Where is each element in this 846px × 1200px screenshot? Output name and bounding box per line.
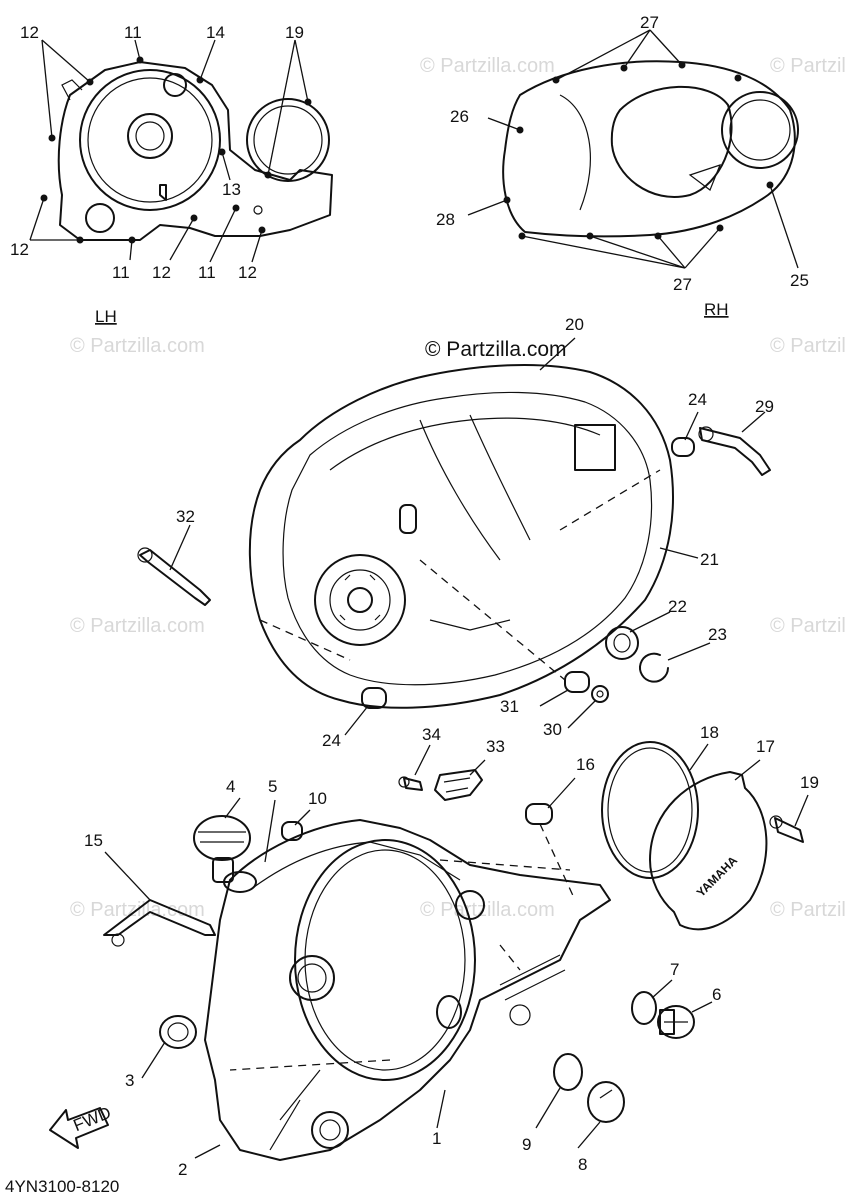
dowel-pin-24-lower	[361, 687, 387, 709]
watermark: © Partzilla.com	[770, 55, 846, 77]
callout-27: 27	[673, 275, 692, 294]
callout-22: 22	[668, 597, 687, 616]
bolt-19	[769, 815, 804, 843]
oil-filler-cap-4	[193, 815, 251, 883]
callout-24: 24	[688, 390, 707, 409]
o-ring-5	[223, 871, 257, 893]
callout-11: 11	[198, 263, 216, 282]
diagram-code: 4YN3100-8120	[5, 1177, 119, 1196]
bracket-29	[698, 426, 771, 476]
callout-17: 17	[756, 737, 775, 756]
callout-12: 12	[20, 23, 39, 42]
gasket-18	[601, 741, 699, 879]
callout-11: 11	[112, 263, 130, 282]
bolt-hole-dots	[503, 61, 774, 240]
watermark: © Partzilla.com	[770, 899, 846, 921]
section-label-rh: RH	[704, 300, 729, 319]
callout-7: 7	[670, 960, 679, 979]
o-ring-9	[553, 1053, 583, 1091]
callout-26: 26	[450, 107, 469, 126]
section-label-lh: LH	[95, 307, 117, 326]
callout-1: 1	[432, 1129, 441, 1148]
bracket-15	[103, 899, 216, 947]
callout-34: 34	[422, 725, 441, 744]
callout-20: 20	[565, 315, 584, 334]
bracket-32	[137, 547, 211, 606]
callout-numbers: 12 11 14 19 13 12 11 12 11 12 27 26 28 2…	[10, 13, 819, 1179]
rh-gasket	[502, 60, 799, 240]
callout-18: 18	[700, 723, 719, 742]
plug-8	[587, 1081, 625, 1123]
callout-15: 15	[84, 831, 103, 850]
oil-seal-22	[605, 626, 639, 660]
dowel-pin-10	[281, 821, 303, 841]
callout-31: 31	[500, 697, 519, 716]
watermark: © Partzilla.com	[770, 335, 846, 357]
copyright-notice: © Partzilla.com	[425, 338, 567, 361]
callout-10: 10	[308, 789, 327, 808]
dowel-pin-16	[525, 803, 576, 901]
callout-28: 28	[436, 210, 455, 229]
oil-seal-3	[159, 1015, 197, 1049]
crankcase-cover	[204, 819, 611, 1161]
o-ring-7	[631, 991, 657, 1025]
watermark: © Partzilla.com	[70, 615, 205, 637]
callout-14: 14	[206, 23, 225, 42]
watermark: © Partzilla.com	[70, 335, 205, 357]
callout-5: 5	[268, 777, 277, 796]
callout-12: 12	[238, 263, 257, 282]
callout-16: 16	[576, 755, 595, 774]
callout-13: 13	[222, 180, 241, 199]
crankcase-cover-17: YAMAHA	[649, 771, 768, 931]
callout-11: 11	[124, 23, 142, 42]
watermark: © Partzilla.com	[770, 615, 846, 637]
callout-27: 27	[640, 13, 659, 32]
fwd-label: FWD	[71, 1103, 114, 1135]
crankcase-assembly	[248, 364, 674, 709]
watermark: © Partzilla.com	[420, 899, 555, 921]
lh-gasket	[40, 56, 333, 244]
forward-direction-arrow: FWD	[49, 1103, 114, 1149]
callout-25: 25	[790, 271, 809, 290]
leader-lines	[29, 29, 809, 1159]
watermark: © Partzilla.com	[420, 55, 555, 77]
dowel-pin-24-upper	[671, 437, 695, 457]
callout-19: 19	[800, 773, 819, 792]
callout-2: 2	[178, 1160, 187, 1179]
callout-21: 21	[700, 550, 719, 569]
watermarks: © Partzilla.com © Partzilla.com © Partzi…	[70, 55, 846, 921]
cable-guide-33	[434, 769, 483, 801]
callout-12: 12	[10, 240, 29, 259]
callout-30: 30	[543, 720, 562, 739]
callout-6: 6	[712, 985, 721, 1004]
callout-19: 19	[285, 23, 304, 42]
dowel-pin-31	[419, 559, 590, 693]
yamaha-logo-text: YAMAHA	[694, 853, 741, 900]
plug-6	[657, 1005, 695, 1039]
callout-3: 3	[125, 1071, 134, 1090]
callout-24: 24	[322, 731, 341, 750]
washer-30	[591, 685, 609, 703]
circlip-23	[639, 652, 669, 683]
callout-9: 9	[522, 1135, 531, 1154]
callout-8: 8	[578, 1155, 587, 1174]
callout-33: 33	[486, 737, 505, 756]
callout-12: 12	[152, 263, 171, 282]
callout-29: 29	[755, 397, 774, 416]
screw-34	[398, 776, 423, 791]
callout-32: 32	[176, 507, 195, 526]
callout-23: 23	[708, 625, 727, 644]
callout-4: 4	[226, 777, 235, 796]
